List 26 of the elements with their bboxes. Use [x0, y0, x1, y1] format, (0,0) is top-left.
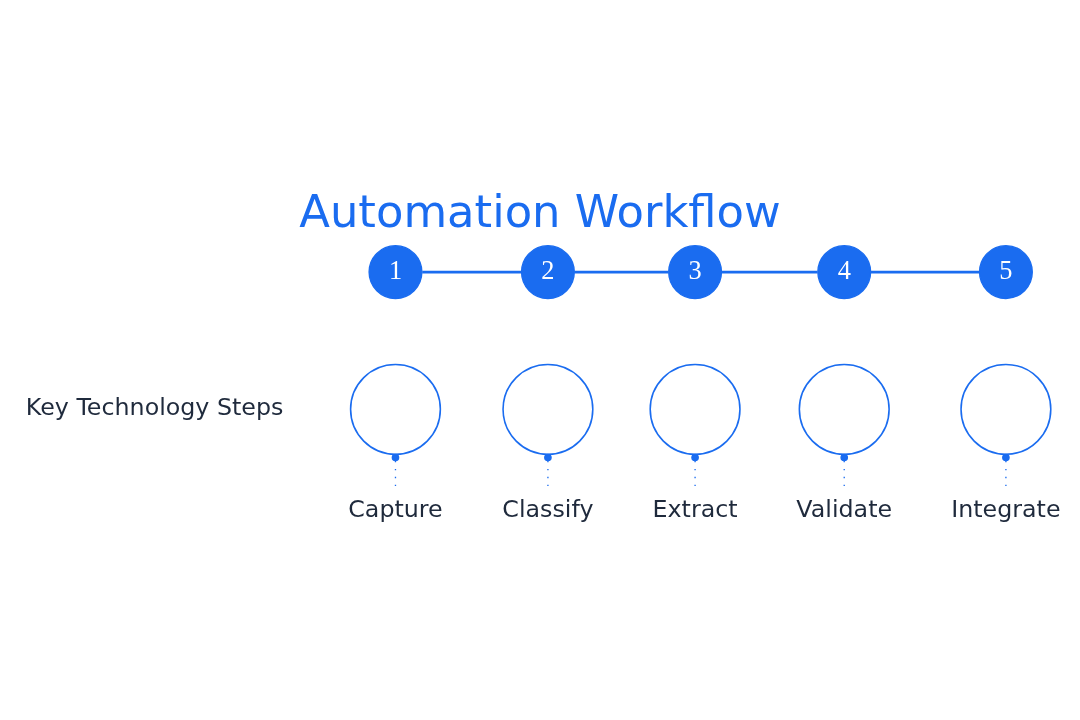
- node-circle: 4: [817, 244, 872, 299]
- node-circle: [960, 363, 1052, 455]
- node-circle: 5: [978, 244, 1033, 299]
- connector: [691, 453, 699, 488]
- connector: [1002, 453, 1010, 488]
- connector: [422, 270, 522, 273]
- node-circle: [798, 363, 890, 455]
- node-circle: [649, 363, 741, 455]
- node-text: Extract: [652, 494, 738, 523]
- node-text: Integrate: [951, 494, 1061, 523]
- connector: [544, 453, 552, 488]
- node-text: Capture: [348, 494, 443, 523]
- connector: [574, 270, 669, 273]
- node-circle: [349, 363, 442, 455]
- node-text: Validate: [796, 494, 893, 523]
- connector: [840, 453, 849, 488]
- connector: [721, 270, 818, 273]
- node-circle: 2: [520, 244, 575, 299]
- node-circle: 3: [668, 244, 723, 299]
- node-circle: [502, 363, 594, 455]
- connector: [391, 453, 400, 488]
- node-text: Classify: [502, 494, 594, 523]
- diagram-title: Automation Workflow: [299, 184, 781, 238]
- label: Key Technology Steps: [25, 392, 284, 421]
- connector: [870, 270, 980, 273]
- node-circle: 1: [368, 244, 423, 299]
